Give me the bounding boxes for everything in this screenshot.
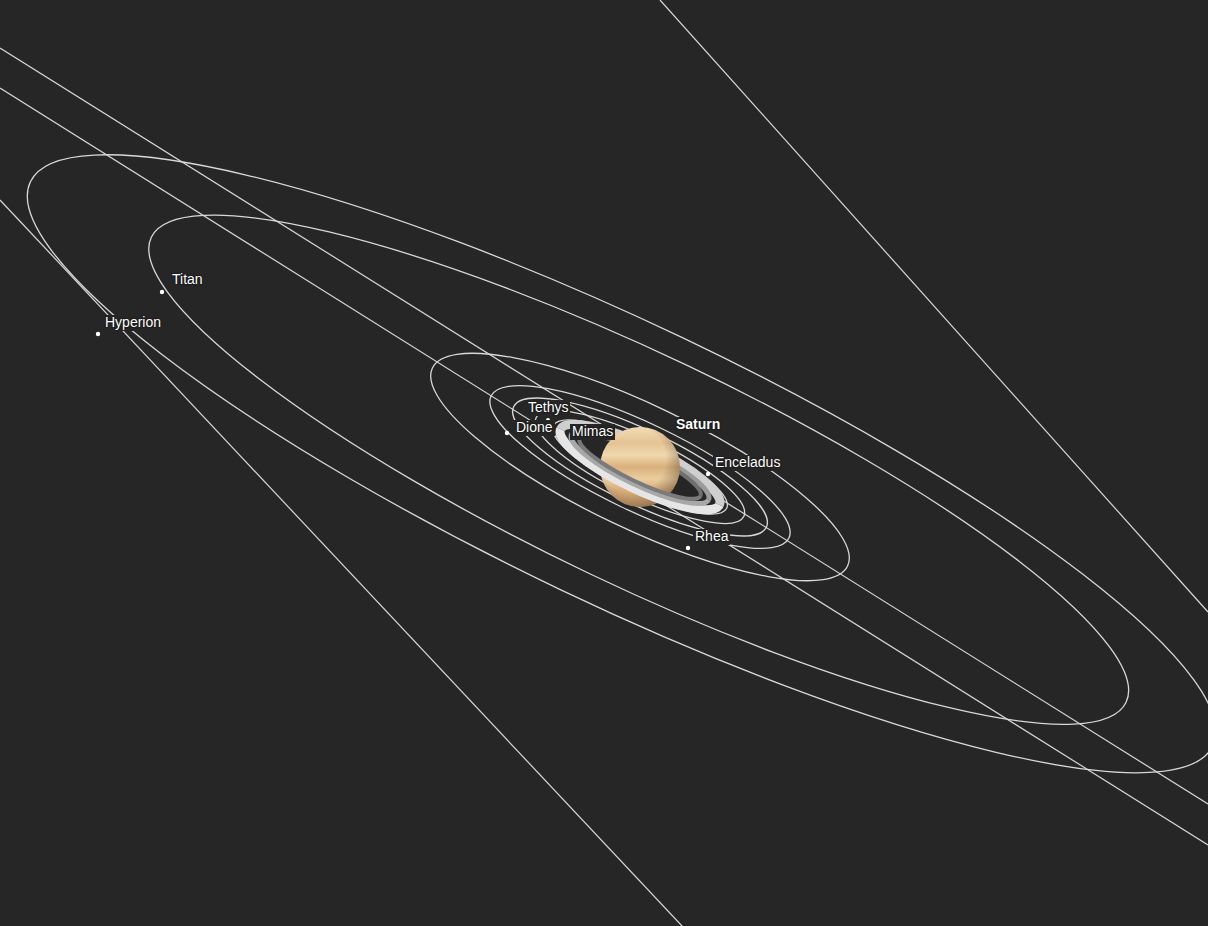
moon-label: Rhea [693,529,730,544]
moon-label: Tethys [526,400,570,415]
planet-label: Saturn [674,417,722,432]
moon-dot [96,290,710,550]
moon-label: Dione [514,420,555,435]
moon-label: Enceladus [713,455,782,470]
moon-label: Titan [170,272,205,287]
moon-label: Mimas [570,424,615,439]
moon-label: Hyperion [103,315,163,330]
orbit-ellipses [0,55,1208,872]
saturn-rings-front [551,429,719,525]
